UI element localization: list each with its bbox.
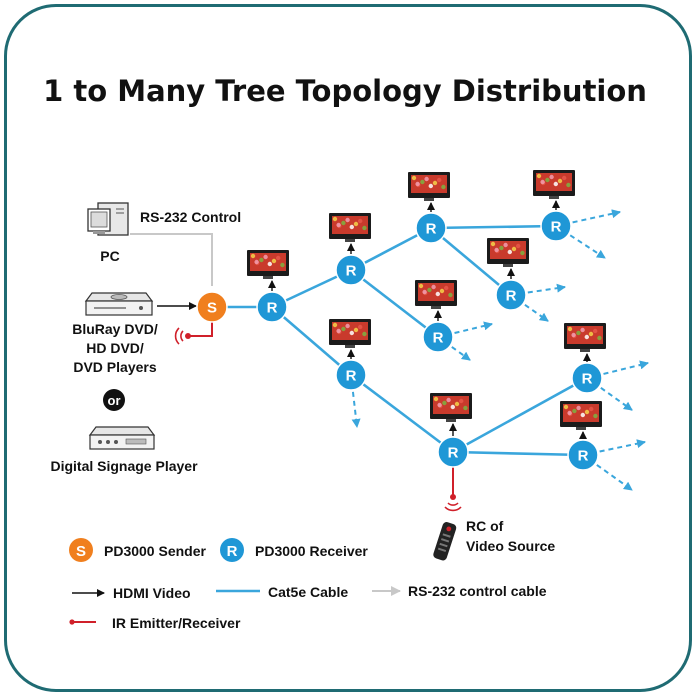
legend-sender-icon: [69, 538, 93, 562]
bluray-player-icon: [84, 292, 154, 316]
ir-emitter-icon: [444, 494, 462, 512]
remote-control-icon: [433, 522, 457, 561]
receiver-letter: R: [506, 288, 517, 305]
monitor-icon: [408, 172, 450, 201]
cat5e-link: [430, 224, 557, 230]
or-label: or: [108, 393, 121, 408]
output-dashed-arrow: [572, 209, 621, 224]
bluray-label-line3: DVD Players: [73, 359, 156, 375]
sender-node: S: [196, 291, 228, 323]
display-monitors: [247, 170, 606, 439]
bluray-label-line2: HD DVD/: [86, 340, 144, 356]
monitor-icon: [560, 401, 602, 430]
output-dashed-arrow: [454, 321, 493, 334]
ir-emitter-icon: [174, 327, 191, 345]
or-badge: [103, 389, 125, 411]
diagram-title: 1 to Many Tree Topology Distribution: [43, 74, 647, 108]
output-dashed-arrow: [527, 283, 566, 294]
receiver-letter: R: [551, 219, 562, 236]
cat5e-link: [430, 227, 512, 296]
legend-cat5e-label: Cat5e Cable: [268, 584, 348, 600]
sender-letter: S: [207, 300, 217, 317]
signage-player-icon: [88, 426, 156, 450]
monitor-icon: [487, 238, 529, 267]
receiver-letter: R: [346, 368, 357, 385]
legend-receiver-letter: R: [227, 543, 238, 560]
monitor-icon: [247, 250, 289, 279]
receiver-node: R: [571, 362, 603, 394]
receiver-node: R: [256, 291, 288, 323]
receiver-node: R: [540, 210, 572, 242]
legend: S PD3000 Sender R PD3000 Receiver HDMI V…: [69, 538, 547, 631]
pc-label: PC: [100, 248, 119, 264]
cat5e-link: [452, 376, 588, 454]
monitor-icon: [329, 319, 371, 348]
output-dashed-arrow: [603, 360, 649, 375]
legend-sender-label: PD3000 Sender: [104, 543, 206, 559]
signage-label: Digital Signage Player: [50, 458, 198, 474]
legend-hdmi-label: HDMI Video: [113, 585, 191, 601]
receiver-node: R: [437, 436, 469, 468]
bluray-label-line1: BluRay DVD/: [72, 321, 158, 337]
receiver-node: R: [422, 321, 454, 353]
legend-receiver-icon: [220, 538, 244, 562]
receiver-node: R: [335, 359, 367, 391]
receiver-node: R: [567, 439, 599, 471]
monitor-icon: [415, 280, 457, 309]
legend-ir-label: IR Emitter/Receiver: [112, 615, 241, 631]
receiver-node: R: [335, 254, 367, 286]
monitor-icon: [564, 323, 606, 352]
output-dashed-arrow: [351, 391, 361, 428]
legend-receiver-label: PD3000 Receiver: [255, 543, 368, 559]
cat5e-link: [452, 450, 584, 457]
rs232-control-label: RS-232 Control: [140, 209, 241, 225]
remote-label-line2: Video Source: [466, 538, 555, 554]
receiver-letter: R: [346, 263, 357, 280]
monitor-icon: [430, 393, 472, 422]
output-dashed-arrow: [569, 234, 606, 259]
remote-label-line1: RC of: [466, 518, 504, 534]
pc-icon: [87, 202, 129, 236]
device-nodes: S R R R R R R R R R R: [196, 210, 603, 471]
cat5e-link: [271, 306, 352, 376]
output-dashed-arrow: [596, 464, 633, 491]
monitor-icon: [329, 213, 371, 242]
output-arrows: [351, 209, 649, 491]
receiver-letter: R: [582, 371, 593, 388]
legend-rs232-label: RS-232 control cable: [408, 583, 547, 599]
output-dashed-arrow: [524, 303, 549, 322]
legend-sender-letter: S: [76, 543, 86, 560]
output-dashed-arrow: [599, 439, 646, 453]
receiver-letter: R: [426, 221, 437, 238]
cat5e-link: [350, 373, 454, 454]
ir-line-sender: [190, 322, 213, 337]
receiver-letter: R: [578, 448, 589, 465]
receiver-node: R: [495, 279, 527, 311]
receiver-node: R: [415, 212, 447, 244]
output-dashed-arrow: [451, 346, 471, 361]
receiver-letter: R: [267, 300, 278, 317]
monitor-icon: [533, 170, 575, 199]
output-dashed-arrow: [600, 387, 633, 411]
rs232-line: [130, 233, 213, 286]
receiver-letter: R: [433, 330, 444, 347]
cat5e-link: [350, 268, 439, 339]
receiver-letter: R: [448, 445, 459, 462]
